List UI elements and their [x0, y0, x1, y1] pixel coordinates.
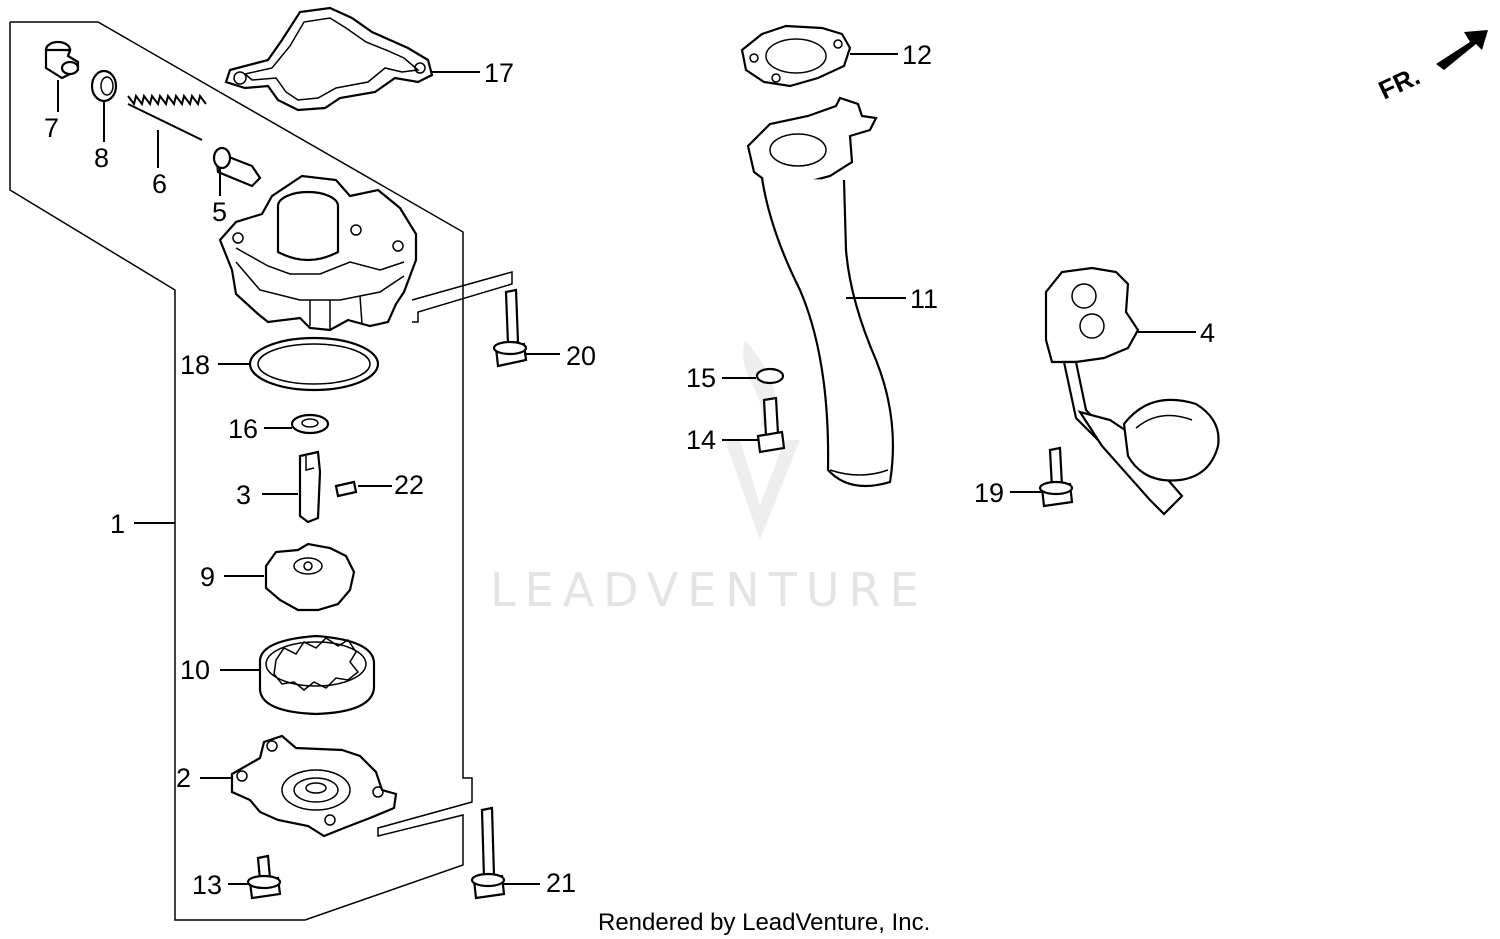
gasket-12: [740, 24, 852, 88]
callout-11: 11: [910, 284, 938, 314]
callout-12: 12: [902, 40, 932, 70]
callout-14: 14: [686, 425, 716, 455]
pump-body: [218, 174, 418, 332]
bolt-20: [492, 288, 528, 368]
gasket-17: [224, 6, 434, 112]
callout-19: 19: [974, 478, 1004, 508]
bolt-14: [756, 396, 786, 454]
callout-labels: 7 8 6 5 17 18 16 3 22 1 9 10 2 13 20 21 …: [44, 40, 1215, 900]
washer-16: [290, 413, 330, 435]
callout-9: 9: [200, 562, 215, 592]
callout-7: 7: [44, 113, 59, 143]
bolt-13: [246, 854, 282, 900]
callout-5: 5: [212, 197, 227, 227]
pipe-11: [746, 96, 894, 488]
callout-17: 17: [484, 58, 514, 88]
callout-21: 21: [546, 868, 576, 898]
shaft-3: [298, 450, 322, 524]
callout-18: 18: [180, 350, 210, 380]
callout-22: 22: [394, 470, 424, 500]
watermark: LEADVENTURE: [490, 340, 928, 617]
assembly-outline: [9, 21, 513, 921]
callout-20: 20: [566, 341, 596, 371]
callout-3: 3: [236, 480, 251, 510]
front-label: FR.: [1374, 61, 1425, 106]
bolt-21: [470, 806, 506, 900]
washer-8: [90, 69, 118, 103]
callout-4: 4: [1200, 318, 1215, 348]
spring-6: [127, 93, 207, 141]
bolt-19: [1038, 446, 1074, 508]
callout-6: 6: [152, 169, 167, 199]
inner-rotor-9: [264, 542, 356, 612]
footer-credit: Rendered by LeadVenture, Inc.: [598, 909, 930, 936]
outer-rotor-10: [258, 634, 376, 716]
washer-15: [755, 367, 785, 385]
callout-15: 15: [686, 363, 716, 393]
pin-22: [334, 480, 358, 498]
watermark-text: LEADVENTURE: [490, 563, 928, 617]
relief-valve-5: [212, 146, 262, 188]
callout-13: 13: [192, 870, 222, 900]
front-direction-indicator: FR.: [1374, 30, 1488, 105]
callout-16: 16: [228, 414, 258, 444]
leader-lines: [57, 53, 1196, 885]
callout-10: 10: [180, 655, 210, 685]
callout-8: 8: [94, 143, 109, 173]
strainer-4: [1044, 266, 1220, 516]
callout-2: 2: [176, 763, 191, 793]
pump-cover-2: [230, 734, 398, 838]
plug-7: [44, 40, 80, 80]
callout-1: 1: [110, 509, 125, 539]
o-ring-18: [248, 336, 380, 392]
